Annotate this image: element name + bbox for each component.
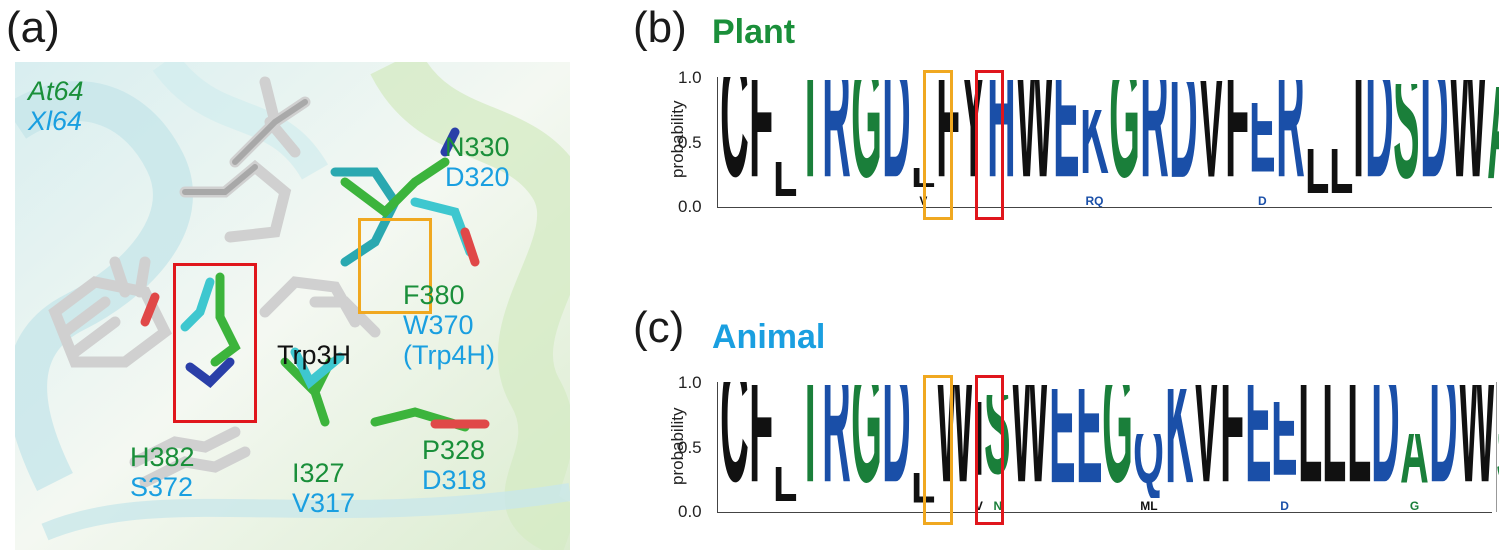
panel-c-label: (c) (633, 303, 685, 352)
residue-label-f380: F380 W370 (Trp4H) (403, 280, 495, 370)
residue-label-p328: P328 D318 (422, 435, 487, 495)
panel-a-label: (a) (6, 3, 60, 52)
logo-position: L (1346, 384, 1372, 512)
logo-position: H (986, 79, 1016, 207)
highlight-box-red (974, 375, 1005, 525)
residue-label-n330: N330 D320 (445, 132, 510, 192)
logo-position: D (882, 79, 911, 207)
highlight-box-orange (923, 375, 953, 525)
logo-position: K (1164, 388, 1194, 513)
logo-letters: CFLTRGDLVFYHWEKRQGRDVFEDRLLIDSDWAI (720, 77, 1499, 208)
y-tick-05: 0.5 (678, 438, 702, 457)
logo-position: F (1224, 79, 1249, 207)
logo-position: F (749, 79, 774, 207)
panel-c-title: Animal (712, 318, 826, 356)
logo-position: R (822, 79, 851, 207)
y-tick-1: 1.0 (678, 68, 702, 87)
y-axis (717, 77, 718, 207)
logo-position: V (1193, 384, 1220, 512)
logo-position: S (1393, 83, 1420, 208)
logo-position: F (935, 79, 960, 207)
logo-position: A (1487, 77, 1499, 207)
logo-position: F (1220, 384, 1245, 512)
logo-position: R (1275, 79, 1305, 207)
logo-position: D (1364, 79, 1394, 207)
highlight-box-red (974, 70, 1005, 220)
logo-position: L (1304, 148, 1329, 207)
y-tick-05: 0.5 (678, 133, 702, 152)
panel-b-title: Plant (712, 13, 796, 51)
logo-position: G (851, 384, 883, 512)
x-axis (717, 512, 1492, 513)
species-legend: At64 Xl64 (28, 76, 84, 136)
logo-position: L (1322, 384, 1347, 512)
logo-position: E (1075, 388, 1103, 513)
logo-position: C (720, 382, 749, 512)
logo-position: Y (960, 79, 987, 207)
logo-position: D (882, 384, 911, 512)
highlight-box-red (173, 263, 257, 423)
logo-position: L (773, 161, 798, 208)
highlight-box-orange (358, 218, 432, 314)
logo-position: E (1244, 384, 1272, 512)
logo-position: E (1049, 388, 1076, 513)
logo-position: R (1140, 79, 1169, 207)
logo-position: L (1298, 384, 1323, 512)
logo-position: G (1109, 79, 1140, 207)
logo-position: W (1449, 79, 1487, 207)
logo-position: C (720, 77, 749, 207)
logo-position: W (935, 384, 974, 512)
logo-position: W (1458, 384, 1496, 512)
logo-position: T (797, 384, 823, 512)
logo-position: E (1053, 79, 1080, 207)
logo-position: L (1329, 148, 1354, 207)
logo-position: R (822, 384, 851, 512)
logo-position: G (1102, 384, 1134, 512)
logo-position: SA (1496, 382, 1499, 512)
logo-position: D (1169, 82, 1198, 207)
logo-position: L (773, 466, 798, 513)
logo-position: V (1197, 80, 1225, 207)
y-tick-0: 0.0 (678, 197, 702, 216)
legend-plant: At64 (28, 76, 84, 106)
residue-label-i327: I327 V317 (292, 458, 356, 518)
logo-position: T (797, 79, 823, 207)
logo-position: F (749, 384, 774, 512)
protein-structure-image: At64 Xl64 N330 D320 F380 W370 (Trp4H) H3… (15, 62, 570, 550)
logo-position: W (1011, 384, 1049, 512)
logo-position: I (1353, 79, 1365, 207)
logo-position: G (851, 79, 883, 207)
y-axis (717, 382, 718, 512)
logo-position: D (1420, 79, 1449, 207)
logo-position: W (1015, 79, 1054, 207)
protein-structure-illustration (15, 62, 570, 550)
logo-letters: CFLTRGDLWIVSNWEEGQMLKVFEEDLLLDAGDWSA (720, 382, 1499, 513)
residue-label-h382: H382 S372 (130, 442, 195, 502)
logo-position: D (1429, 384, 1458, 512)
y-tick-1: 1.0 (678, 373, 702, 392)
logo-position: D (1371, 384, 1400, 512)
y-tick-0: 0.0 (678, 502, 702, 521)
panel-b-label: (b) (633, 3, 687, 52)
x-axis (717, 207, 1492, 208)
residue-label-trp3h: Trp3H (277, 340, 352, 370)
legend-animal: Xl64 (28, 106, 83, 136)
highlight-box-orange (923, 70, 953, 220)
